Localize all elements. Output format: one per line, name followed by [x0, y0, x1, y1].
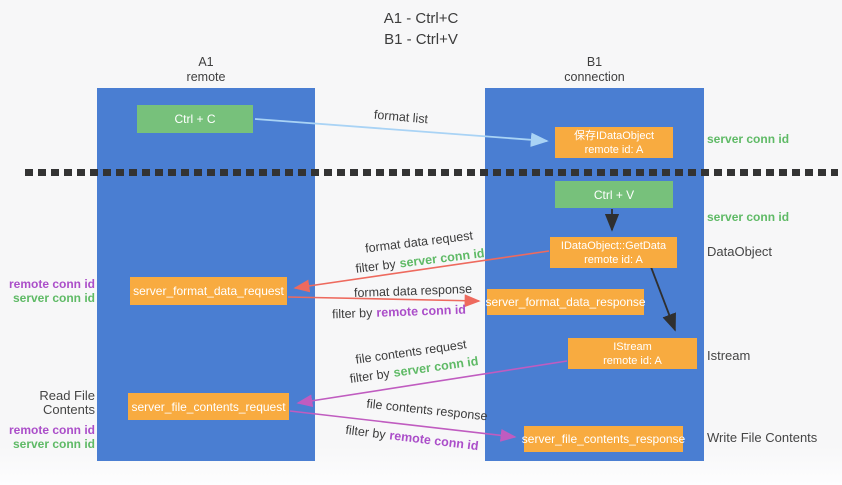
node-idataobject-getdata-line1: IDataObject::GetData	[560, 239, 667, 252]
node-server-format-data-request-label: server_format_data_request	[133, 284, 284, 298]
left-label-group-format: remote conn id server conn id	[0, 277, 95, 305]
diagram-title: A1 - Ctrl+C B1 - Ctrl+V	[0, 8, 842, 50]
title-line-a: A1 - Ctrl+C	[383, 10, 459, 27]
node-idataobject-getdata: IDataObject::GetData remote id: A	[550, 237, 677, 268]
right-label-istream: Istream	[707, 348, 751, 363]
node-server-file-contents-response: server_file_contents_response	[521, 426, 686, 452]
node-istream-line2: remote id: A	[603, 354, 662, 367]
node-save-dataobject-line1: 保存IDataObject	[573, 129, 655, 142]
lane-b-role: connection	[564, 70, 625, 84]
lane-b-header: B1 connection	[485, 55, 704, 85]
node-server-file-contents-request-label: server_file_contents_request	[131, 399, 286, 414]
title-line-b: B1 - Ctrl+V	[384, 31, 458, 48]
lane-b-name: B1	[586, 55, 603, 69]
node-server-format-data-response-label: server_format_data_response	[485, 295, 646, 309]
right-label-server-conn-id-mid: server conn id	[707, 210, 790, 224]
remote-conn-id-key-2: remote conn id	[388, 428, 480, 454]
lane-a-name: A1	[198, 55, 214, 69]
node-save-dataobject-line2: remote id: A	[584, 143, 644, 156]
filter-by-text-4: filter by	[344, 422, 387, 442]
node-istream-line1: IStream	[613, 340, 652, 353]
node-server-format-data-response: server_format_data_response	[485, 289, 646, 315]
label-format-list: format list	[373, 107, 429, 127]
lane-a-header: A1 remote	[97, 55, 315, 85]
left-label-read-file-contents: Read File Contents	[39, 388, 95, 417]
node-server-format-data-request: server_format_data_request	[130, 277, 287, 305]
left-label-remote-conn-id-1: remote conn id	[8, 277, 95, 291]
node-server-file-contents-request: server_file_contents_request	[128, 393, 289, 420]
left-label-remote-conn-id-2: remote conn id	[8, 423, 95, 437]
right-label-write-file-contents: Write File Contents	[707, 430, 818, 445]
filter-by-text-1: filter by	[354, 257, 397, 276]
node-ctrl-c: Ctrl + C	[137, 105, 253, 133]
left-label-group-file: Read File Contents remote conn id server…	[0, 388, 95, 452]
right-label-server-conn-id-top: server conn id	[707, 132, 790, 146]
node-ctrl-v: Ctrl + V	[555, 181, 673, 208]
right-label-dataobject: DataObject	[707, 244, 773, 259]
label-format-data-response: format data response	[353, 281, 473, 301]
node-istream: IStream remote id: A	[568, 338, 697, 369]
left-label-server-conn-id-2: server conn id	[12, 437, 95, 451]
filter-by-text-2: filter by	[331, 305, 373, 322]
lane-a-role: remote	[186, 70, 226, 84]
filter-by-text-3: filter by	[348, 366, 391, 386]
label-file-contents-response: file contents response	[365, 396, 489, 424]
remote-conn-id-key-1: remote conn id	[376, 302, 467, 320]
node-idataobject-getdata-line2: remote id: A	[584, 253, 643, 266]
dotted-separator	[25, 169, 838, 176]
left-label-server-conn-id-1: server conn id	[12, 291, 95, 305]
node-save-dataobject: 保存IDataObject remote id: A	[555, 127, 673, 158]
node-server-file-contents-response-label: server_file_contents_response	[521, 432, 686, 446]
node-ctrl-c-label: Ctrl + C	[174, 112, 216, 126]
node-ctrl-v-label: Ctrl + V	[593, 187, 635, 202]
